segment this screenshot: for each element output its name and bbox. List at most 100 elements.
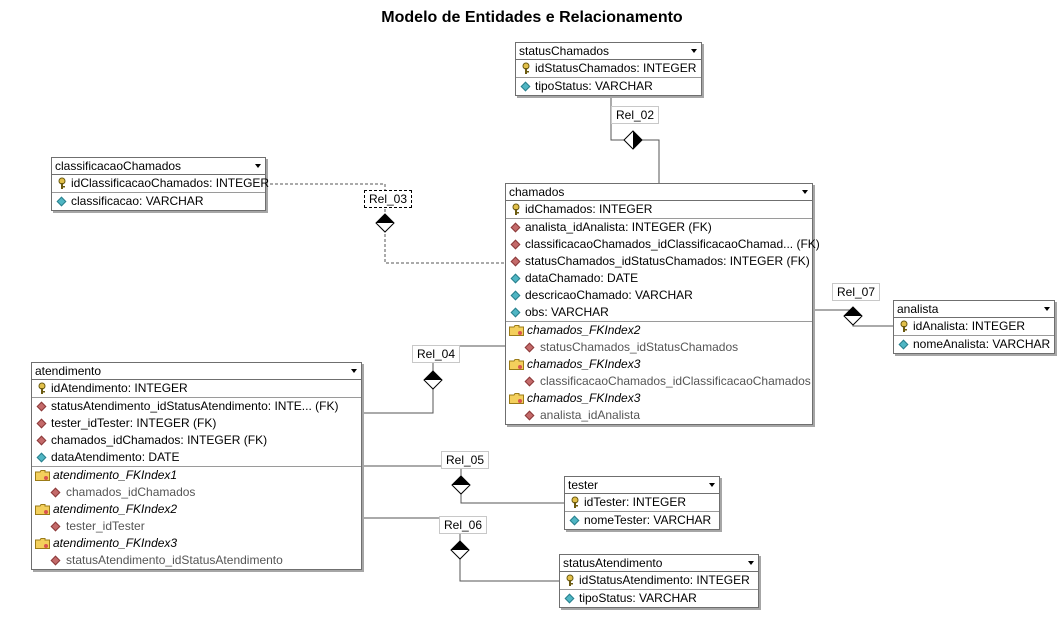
index-row[interactable]: chamados_FKIndex3	[506, 356, 812, 373]
foreign-key-icon	[510, 256, 521, 267]
entity-name: statusChamados	[519, 44, 610, 58]
key-icon	[566, 574, 574, 586]
rel-05-label[interactable]: Rel_05	[441, 451, 490, 469]
rel-07-label[interactable]: Rel_07	[832, 283, 881, 301]
index-column-row[interactable]: statusChamados_idStatusChamados	[506, 339, 812, 356]
attribute-icon	[520, 81, 531, 92]
rel-06-label[interactable]: Rel_06	[439, 516, 488, 534]
entity-chamados[interactable]: chamados idChamados: INTEGER analista_id…	[505, 183, 820, 425]
entity-name: atendimento	[35, 364, 102, 378]
attr-row[interactable]: classificacao: VARCHAR	[52, 193, 265, 210]
foreign-key-icon	[50, 555, 61, 566]
folder-icon	[509, 325, 524, 336]
entity-name: tester	[568, 478, 599, 492]
foreign-key-icon	[524, 376, 535, 387]
pk-row[interactable]: idStatusChamados: INTEGER	[516, 60, 701, 78]
foreign-key-icon	[510, 222, 521, 233]
key-icon	[571, 496, 579, 508]
folder-icon	[35, 470, 50, 481]
chevron-down-icon[interactable]	[748, 561, 754, 565]
entity-atendimento[interactable]: atendimento idAtendimento: INTEGER statu…	[31, 362, 362, 570]
entity-classificacaoChamados[interactable]: classificacaoChamados idClassificacaoCha…	[51, 157, 269, 211]
attribute-icon	[569, 515, 580, 526]
chevron-down-icon[interactable]	[255, 164, 261, 168]
attribute-icon	[56, 196, 67, 207]
foreign-key-icon	[50, 487, 61, 498]
entity-name: classificacaoChamados	[55, 159, 182, 173]
index-row[interactable]: atendimento_FKIndex3	[32, 535, 361, 552]
rel-03-line	[265, 183, 505, 264]
diagram-title: Modelo de Entidades e Relacionamento	[381, 9, 683, 26]
attr-row[interactable]: tipoStatus: VARCHAR	[560, 590, 758, 607]
attribute-icon	[564, 593, 575, 604]
rel-03-diamond-icon[interactable]	[375, 213, 395, 233]
pk-row[interactable]: idTester: INTEGER	[565, 494, 719, 512]
key-icon	[900, 320, 908, 332]
foreign-key-icon	[36, 418, 47, 429]
attr-row[interactable]: tipoStatus: VARCHAR	[516, 78, 701, 95]
attr-row[interactable]: descricaoChamado: VARCHAR	[506, 287, 812, 304]
fk-row[interactable]: tester_idTester: INTEGER (FK)	[32, 415, 361, 432]
fk-row[interactable]: statusChamados_idStatusChamados: INTEGER…	[506, 253, 812, 270]
attribute-icon	[510, 290, 521, 301]
entity-header[interactable]: statusAtendimento	[560, 555, 758, 572]
entity-header[interactable]: statusChamados	[516, 43, 701, 60]
index-column-row[interactable]: analista_idAnalista	[506, 407, 812, 424]
fk-row[interactable]: statusAtendimento_idStatusAtendimento: I…	[32, 398, 361, 415]
attribute-icon	[510, 273, 521, 284]
attr-row[interactable]: dataAtendimento: DATE	[32, 449, 361, 467]
attr-row[interactable]: obs: VARCHAR	[506, 304, 812, 322]
index-column-row[interactable]: chamados_idChamados	[32, 484, 361, 501]
rel-04-diamond-icon[interactable]	[423, 370, 443, 390]
index-row[interactable]: atendimento_FKIndex2	[32, 501, 361, 518]
entity-header[interactable]: analista	[894, 301, 1054, 318]
attribute-icon	[510, 307, 521, 318]
index-row[interactable]: atendimento_FKIndex1	[32, 467, 361, 484]
folder-icon	[35, 504, 50, 515]
key-icon	[38, 382, 46, 394]
entity-tester[interactable]: tester idTester: INTEGER nomeTester: VAR…	[564, 476, 720, 530]
pk-row[interactable]: idAtendimento: INTEGER	[32, 380, 361, 398]
pk-row[interactable]: idChamados: INTEGER	[506, 201, 812, 219]
key-icon	[512, 203, 520, 215]
entity-header[interactable]: tester	[565, 477, 719, 494]
entity-header[interactable]: classificacaoChamados	[52, 158, 265, 175]
entity-statusChamados[interactable]: statusChamados idStatusChamados: INTEGER…	[515, 42, 702, 96]
index-column-row[interactable]: classificacaoChamados_idClassificacaoCha…	[506, 373, 812, 390]
attr-row[interactable]: nomeTester: VARCHAR	[565, 512, 719, 529]
index-column-row[interactable]: statusAtendimento_idStatusAtendimento	[32, 552, 361, 569]
rel-02-label[interactable]: Rel_02	[611, 106, 660, 124]
index-row[interactable]: chamados_FKIndex3	[506, 390, 812, 407]
entity-statusAtendimento[interactable]: statusAtendimento idStatusAtendimento: I…	[559, 554, 759, 608]
entity-name: analista	[897, 302, 939, 316]
fk-row[interactable]: analista_idAnalista: INTEGER (FK)	[506, 219, 812, 236]
fk-row[interactable]: classificacaoChamados_idClassificacaoCha…	[506, 236, 820, 253]
key-icon	[522, 62, 530, 74]
folder-icon	[35, 538, 50, 549]
attr-row[interactable]: dataChamado: DATE	[506, 270, 812, 287]
rel-02-diamond-icon[interactable]	[623, 130, 643, 150]
chevron-down-icon[interactable]	[802, 190, 808, 194]
rel-06-diamond-icon[interactable]	[450, 540, 470, 560]
attribute-icon	[36, 452, 47, 463]
chevron-down-icon[interactable]	[691, 49, 697, 53]
rel-07-diamond-icon[interactable]	[843, 306, 863, 326]
rel-04-label[interactable]: Rel_04	[412, 345, 461, 363]
chevron-down-icon[interactable]	[709, 483, 715, 487]
entity-header[interactable]: chamados	[506, 184, 812, 201]
entity-name: statusAtendimento	[563, 556, 663, 570]
attr-row[interactable]: nomeAnalista: VARCHAR	[894, 336, 1054, 353]
entity-header[interactable]: atendimento	[32, 363, 361, 380]
index-column-row[interactable]: tester_idTester	[32, 518, 361, 535]
chevron-down-icon[interactable]	[1044, 307, 1050, 311]
entity-analista[interactable]: analista idAnalista: INTEGER nomeAnalist…	[893, 300, 1055, 354]
pk-row[interactable]: idStatusAtendimento: INTEGER	[560, 572, 758, 590]
rel-05-diamond-icon[interactable]	[451, 475, 471, 495]
fk-row[interactable]: chamados_idChamados: INTEGER (FK)	[32, 432, 361, 449]
pk-row[interactable]: idAnalista: INTEGER	[894, 318, 1054, 336]
rel-03-label[interactable]: Rel_03	[364, 190, 413, 208]
chevron-down-icon[interactable]	[351, 369, 357, 373]
index-row[interactable]: chamados_FKIndex2	[506, 322, 812, 339]
key-icon	[58, 177, 66, 189]
pk-row[interactable]: idClassificacaoChamados: INTEGER	[52, 175, 269, 193]
